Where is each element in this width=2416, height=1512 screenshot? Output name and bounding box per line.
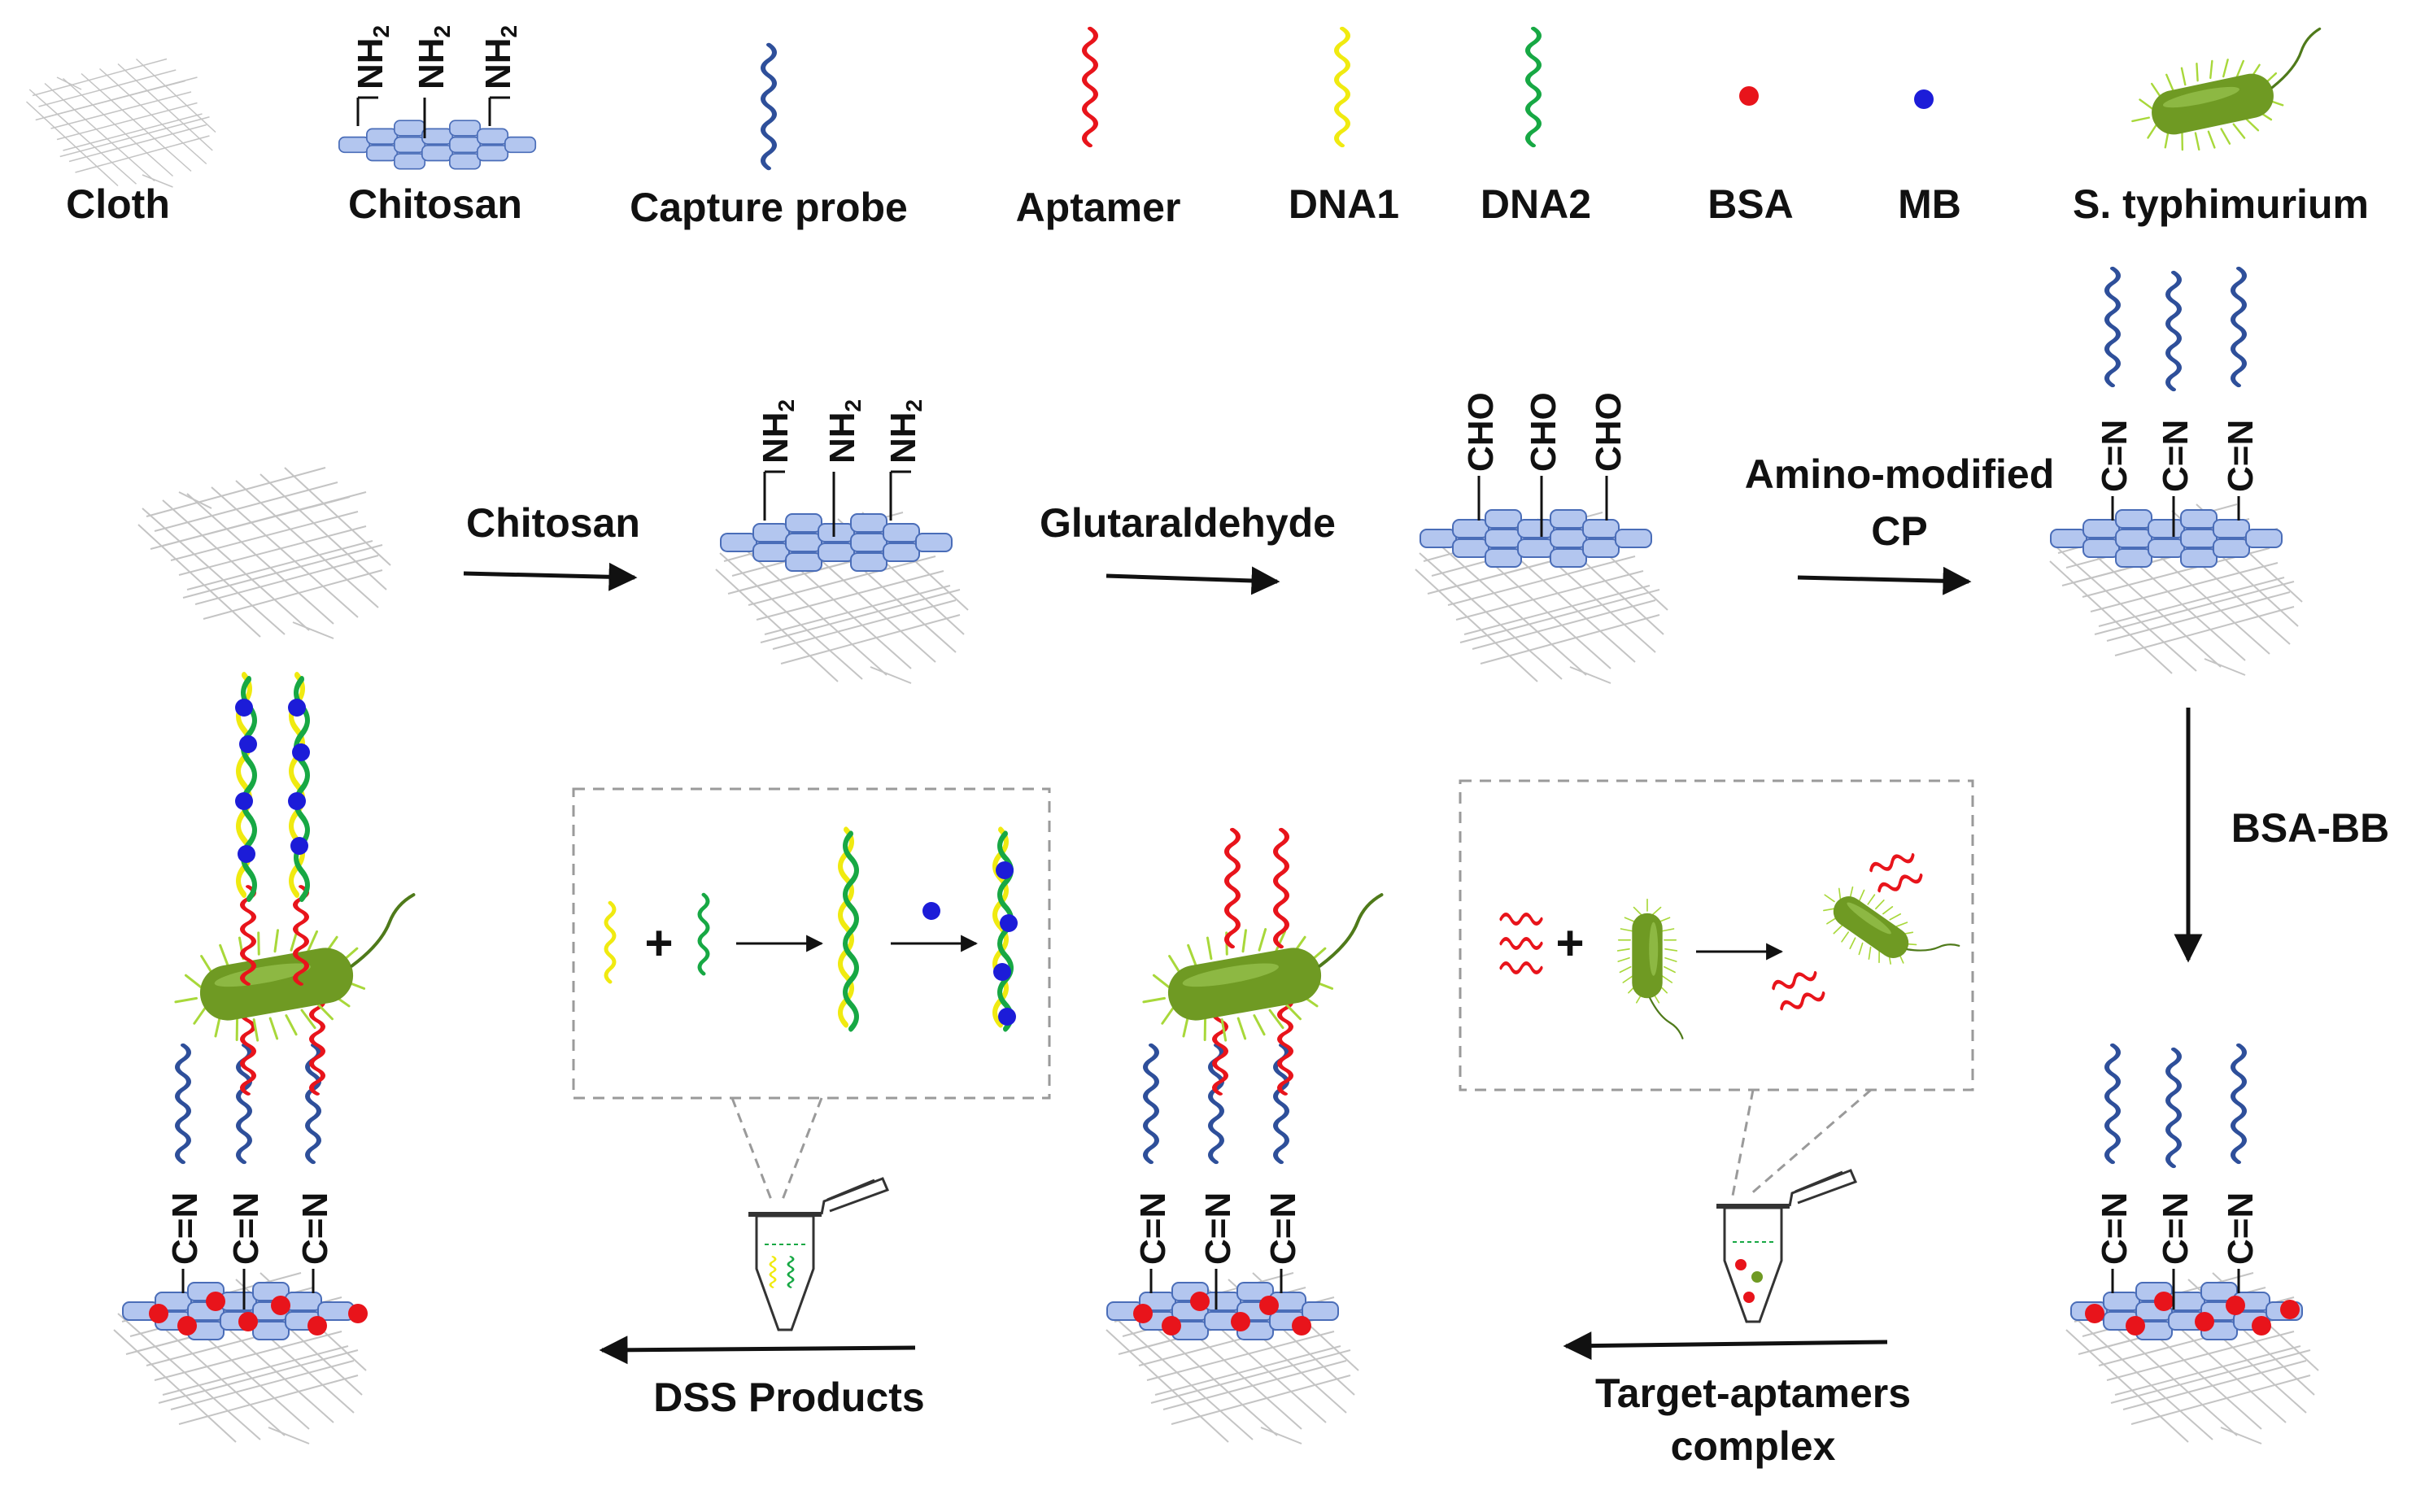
cp-cn-label: C=N: [2221, 1192, 2261, 1265]
tube-target-icon: [1716, 1170, 1856, 1322]
step-amino-cp-arrow: [1797, 566, 1972, 595]
chitosan-nh2-label: NH2: [412, 25, 455, 89]
legend-chitosan-icon: NH2 NH2 NH2: [338, 25, 537, 170]
step-amino-cp-label-line1: Amino-modified: [1745, 451, 2055, 497]
legend-cloth-icon: [25, 58, 216, 188]
legend-dna2-label: DNA2: [1481, 181, 1591, 227]
stage-aldehyde-cloth: CHO CHO CHO: [1415, 392, 1668, 684]
legend-dna1-icon: [1337, 28, 1348, 146]
legend-bsa-icon: [1739, 86, 1759, 106]
step-chitosan-label: Chitosan: [466, 500, 640, 546]
step-chitosan-arrow: [463, 562, 638, 591]
cp-cn-label: C=N: [2156, 1192, 2196, 1265]
stage-chitosan-cloth: NH2 NH2 NH2: [715, 399, 969, 684]
step-target-label-line2: complex: [1671, 1423, 1836, 1469]
capture-probe-strand: [2233, 268, 2244, 386]
inset-target-aptamer: +: [1459, 779, 1974, 1322]
cp-cn-label: C=N: [2156, 420, 2196, 492]
stage-captured-cloth: C=N C=N C=N: [1106, 830, 1404, 1444]
capture-probe-strand: [2168, 1049, 2179, 1166]
step-dss-label: DSS Products: [653, 1375, 924, 1420]
cp-cn-label: C=N: [165, 1192, 205, 1265]
inset-dss-plus: +: [644, 916, 673, 970]
inset-target-plus: +: [1555, 916, 1584, 970]
tube-dss-icon: [748, 1179, 887, 1330]
chitosan-nh2-label: NH2: [478, 25, 521, 89]
stage-cp-cloth: C=N C=N C=N: [2049, 268, 2303, 676]
step-glutaraldehyde-arrow: [1106, 566, 1280, 595]
capture-probe-strand: [2233, 1045, 2244, 1162]
legend-cloth-label: Cloth: [66, 181, 170, 227]
step-amino-cp-label-line2: CP: [1871, 508, 1927, 554]
cp-cn-label: C=N: [2221, 420, 2261, 492]
legend-bacteria-icon: [2120, 27, 2341, 165]
legend-chitosan-label: Chitosan: [348, 181, 522, 227]
legend-bsa-label: BSA: [1707, 181, 1794, 227]
capture-probe-strand: [2107, 268, 2118, 386]
stage-bsa-cloth: C=N C=N C=N: [2065, 1045, 2319, 1444]
cp-cn-label: C=N: [1263, 1192, 1303, 1265]
capture-probe-strand: [2168, 272, 2179, 390]
aldehyde-cho-label: CHO: [1524, 392, 1563, 472]
cp-cn-label: C=N: [295, 1192, 335, 1265]
stage-bare-cloth: [137, 467, 391, 639]
chitosan-nh2-label: NH2: [351, 25, 394, 89]
legend-aptamer-label: Aptamer: [1016, 185, 1181, 230]
aldehyde-cho-label: CHO: [1589, 392, 1629, 472]
inset-dss-frame: [572, 787, 1051, 1100]
chitosan-nh2-label: NH2: [822, 399, 866, 464]
legend-dna2-icon: [1528, 28, 1539, 146]
step-bsa-label: BSA-BB: [2231, 805, 2389, 851]
step-dss-arrow: [599, 1336, 916, 1365]
inset-dss: +: [572, 787, 1051, 1330]
cp-cn-label: C=N: [226, 1192, 266, 1265]
legend-dna1-label: DNA1: [1289, 181, 1399, 227]
legend-mb-icon: [1914, 89, 1934, 109]
aldehyde-cho-label: CHO: [1461, 392, 1501, 472]
legend-mb-label: MB: [1898, 181, 1961, 227]
legend-aptamer-icon: [1084, 28, 1096, 146]
legend-capture-probe-label: Capture probe: [630, 185, 908, 230]
legend-capture-probe-icon: [763, 45, 774, 168]
step-target-arrow: [1563, 1331, 1888, 1361]
stage-final-cloth: C=N C=N C=N: [113, 675, 436, 1444]
chitosan-nh2-label: NH2: [756, 399, 799, 464]
step-glutaraldehyde-label: Glutaraldehyde: [1040, 500, 1336, 546]
capture-probe-strand: [2107, 1045, 2118, 1162]
legend-bacteria-label: S. typhimurium: [2073, 181, 2369, 227]
cp-cn-label: C=N: [1198, 1192, 1238, 1265]
cp-cn-label: C=N: [2095, 1192, 2135, 1265]
step-target-label-line1: Target-aptamers: [1595, 1370, 1911, 1416]
inset-target-frame: [1459, 779, 1974, 1092]
cp-cn-label: C=N: [2095, 420, 2135, 492]
cp-cn-label: C=N: [1133, 1192, 1173, 1265]
chitosan-nh2-label: NH2: [883, 399, 927, 464]
legend: Cloth NH2 NH2 NH2 Chitosan Capture probe…: [25, 25, 2369, 230]
